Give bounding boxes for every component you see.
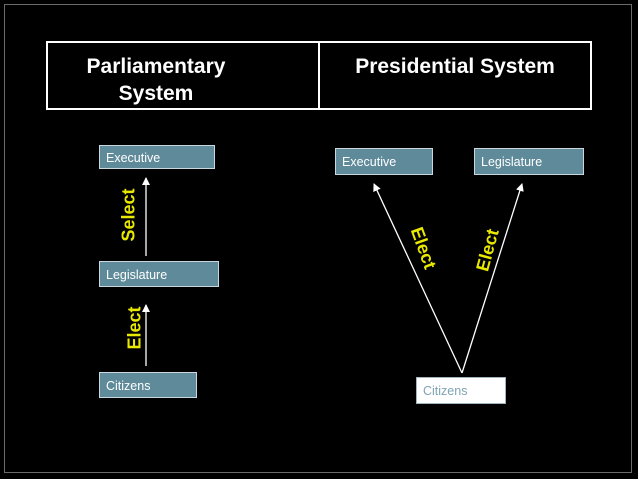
- presidential-citizens-box: Citizens: [416, 377, 506, 404]
- parliamentary-citizens-label: Citizens: [106, 379, 151, 393]
- parliamentary-legislature-box: Legislature: [99, 261, 219, 287]
- parliamentary-elect-label: Elect: [124, 306, 145, 350]
- parliamentary-executive-label: Executive: [106, 151, 161, 165]
- presidential-system-heading: Presidential System: [355, 55, 555, 78]
- presidential-executive-label: Executive: [342, 155, 397, 169]
- presidential-legislature-label: Legislature: [481, 155, 543, 169]
- presidential-executive-box: Executive: [335, 148, 433, 175]
- parliamentary-citizens-box: Citizens: [99, 372, 197, 398]
- parliamentary-legislature-label: Legislature: [106, 268, 168, 282]
- select-label: Select: [118, 188, 139, 242]
- presidential-citizens-label: Citizens: [423, 384, 468, 398]
- parliamentary-executive-box: Executive: [99, 145, 215, 169]
- parliamentary-system-heading: Parliamentary System: [48, 43, 320, 108]
- slide-frame: [4, 4, 632, 473]
- arrow-citizens-to-executive: [373, 183, 463, 374]
- arrow-citizens-to-legislature-presidential: [461, 183, 524, 374]
- comparison-header-table: Parliamentary System Presidential System: [46, 41, 592, 110]
- presidential-legislature-box: Legislature: [474, 148, 584, 175]
